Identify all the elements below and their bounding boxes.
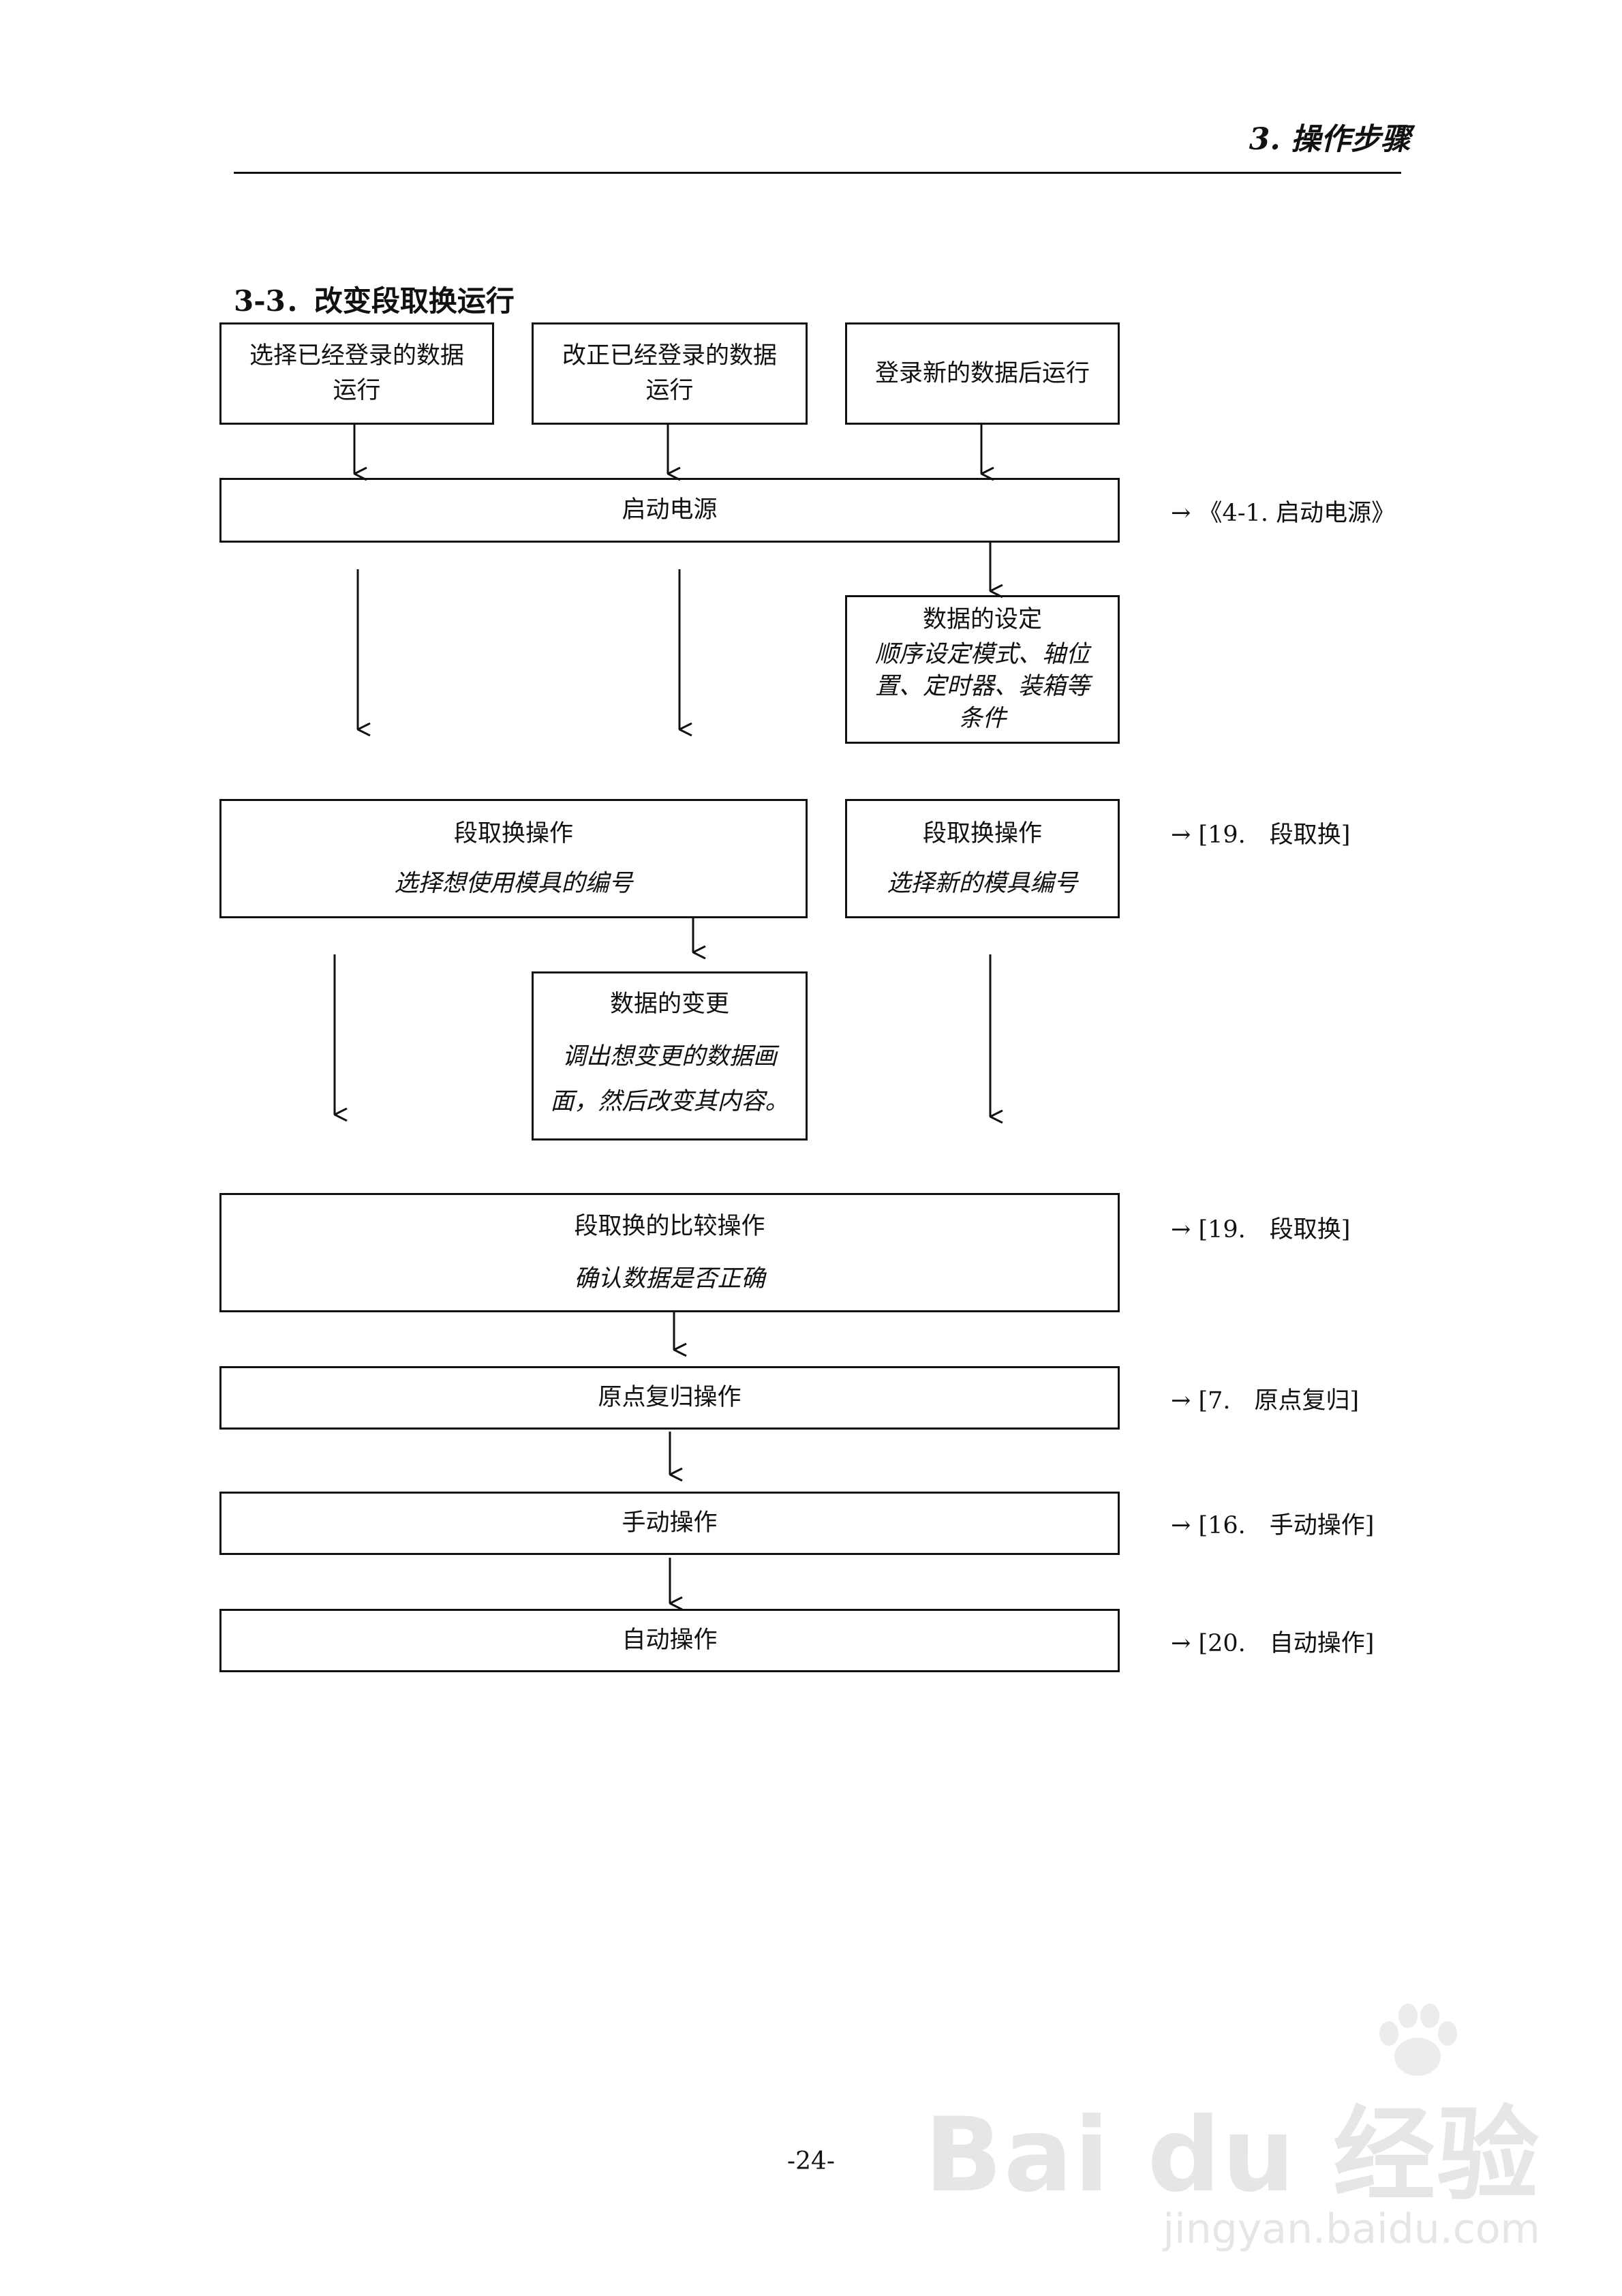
setup-operation-right-box: 段取换操作 选择新的模具编号 — [845, 799, 1120, 918]
home-return-box: 原点复归操作 — [219, 1366, 1120, 1430]
data-change-line2: 面，然后改变其内容。 — [550, 1088, 789, 1116]
data-setting-line1: 顺序设定模式、轴位 — [874, 640, 1090, 668]
data-setting-title: 数据的设定 — [922, 605, 1042, 633]
register-new-data-box: 登录新的数据后运行 — [845, 322, 1120, 425]
setup-operation-right-desc: 选择新的模具编号 — [887, 869, 1078, 897]
chapter-header: 3. 操作步骤 — [1249, 122, 1411, 157]
home-return-ref: → [7. 原点复归] — [1171, 1387, 1360, 1415]
watermark-brand: Bai du 经验 — [924, 2096, 1540, 2215]
power-on-label: 启动电源 — [622, 496, 718, 524]
select-existing-line2: 运行 — [333, 377, 381, 404]
manual-operation-label: 手动操作 — [622, 1509, 718, 1537]
modify-existing-data-box: 改正已经登录的数据 运行 — [532, 322, 808, 425]
section-title: 3-3．改变段取换运行 — [234, 284, 515, 318]
data-change-title: 数据的变更 — [609, 991, 729, 1018]
select-existing-data-box: 选择已经登录的数据 运行 — [219, 322, 494, 425]
compare-operation-desc: 确认数据是否正确 — [574, 1265, 765, 1293]
modify-existing-line2: 运行 — [645, 377, 694, 404]
data-setting-line3: 条件 — [958, 705, 1007, 733]
page-number: -24- — [786, 2147, 836, 2175]
power-on-box: 启动电源 — [219, 478, 1120, 543]
auto-operation-label: 自动操作 — [622, 1627, 718, 1655]
setup-operation-right-title: 段取换操作 — [922, 819, 1042, 847]
setup-operation-ref: → [19. 段取换] — [1171, 821, 1351, 849]
auto-operation-ref: → [20. 自动操作] — [1171, 1630, 1375, 1657]
paw-watermark-icon — [1379, 2004, 1457, 2076]
modify-existing-line1: 改正已经登录的数据 — [562, 342, 777, 370]
manual-operation-box: 手动操作 — [219, 1492, 1120, 1555]
data-setting-line2: 置、定时器、装箱等 — [874, 673, 1090, 700]
register-new-label: 登录新的数据后运行 — [874, 359, 1090, 387]
compare-operation-box: 段取换的比较操作 确认数据是否正确 — [219, 1193, 1120, 1312]
power-on-ref: → 《4-1. 启动电源》 — [1171, 500, 1396, 527]
home-return-label: 原点复归操作 — [598, 1384, 741, 1412]
watermark-url: jingyan.baidu.com — [1163, 2205, 1540, 2253]
select-existing-line1: 选择已经登录的数据 — [249, 342, 464, 370]
compare-operation-title: 段取换的比较操作 — [574, 1212, 765, 1240]
compare-operation-ref: → [19. 段取换] — [1171, 1216, 1351, 1243]
data-change-box: 数据的变更 调出想变更的数据画 面，然后改变其内容。 — [532, 971, 808, 1141]
manual-operation-ref: → [16. 手动操作] — [1171, 1512, 1375, 1539]
data-change-line1: 调出想变更的数据画 — [562, 1042, 777, 1070]
data-setting-box: 数据的设定 顺序设定模式、轴位 置、定时器、装箱等 条件 — [845, 595, 1120, 744]
setup-operation-left-desc: 选择想使用模具的编号 — [394, 869, 633, 897]
setup-operation-left-box: 段取换操作 选择想使用模具的编号 — [219, 799, 808, 918]
auto-operation-box: 自动操作 — [219, 1609, 1120, 1672]
header-rule — [234, 172, 1401, 174]
setup-operation-left-title: 段取换操作 — [453, 819, 573, 847]
